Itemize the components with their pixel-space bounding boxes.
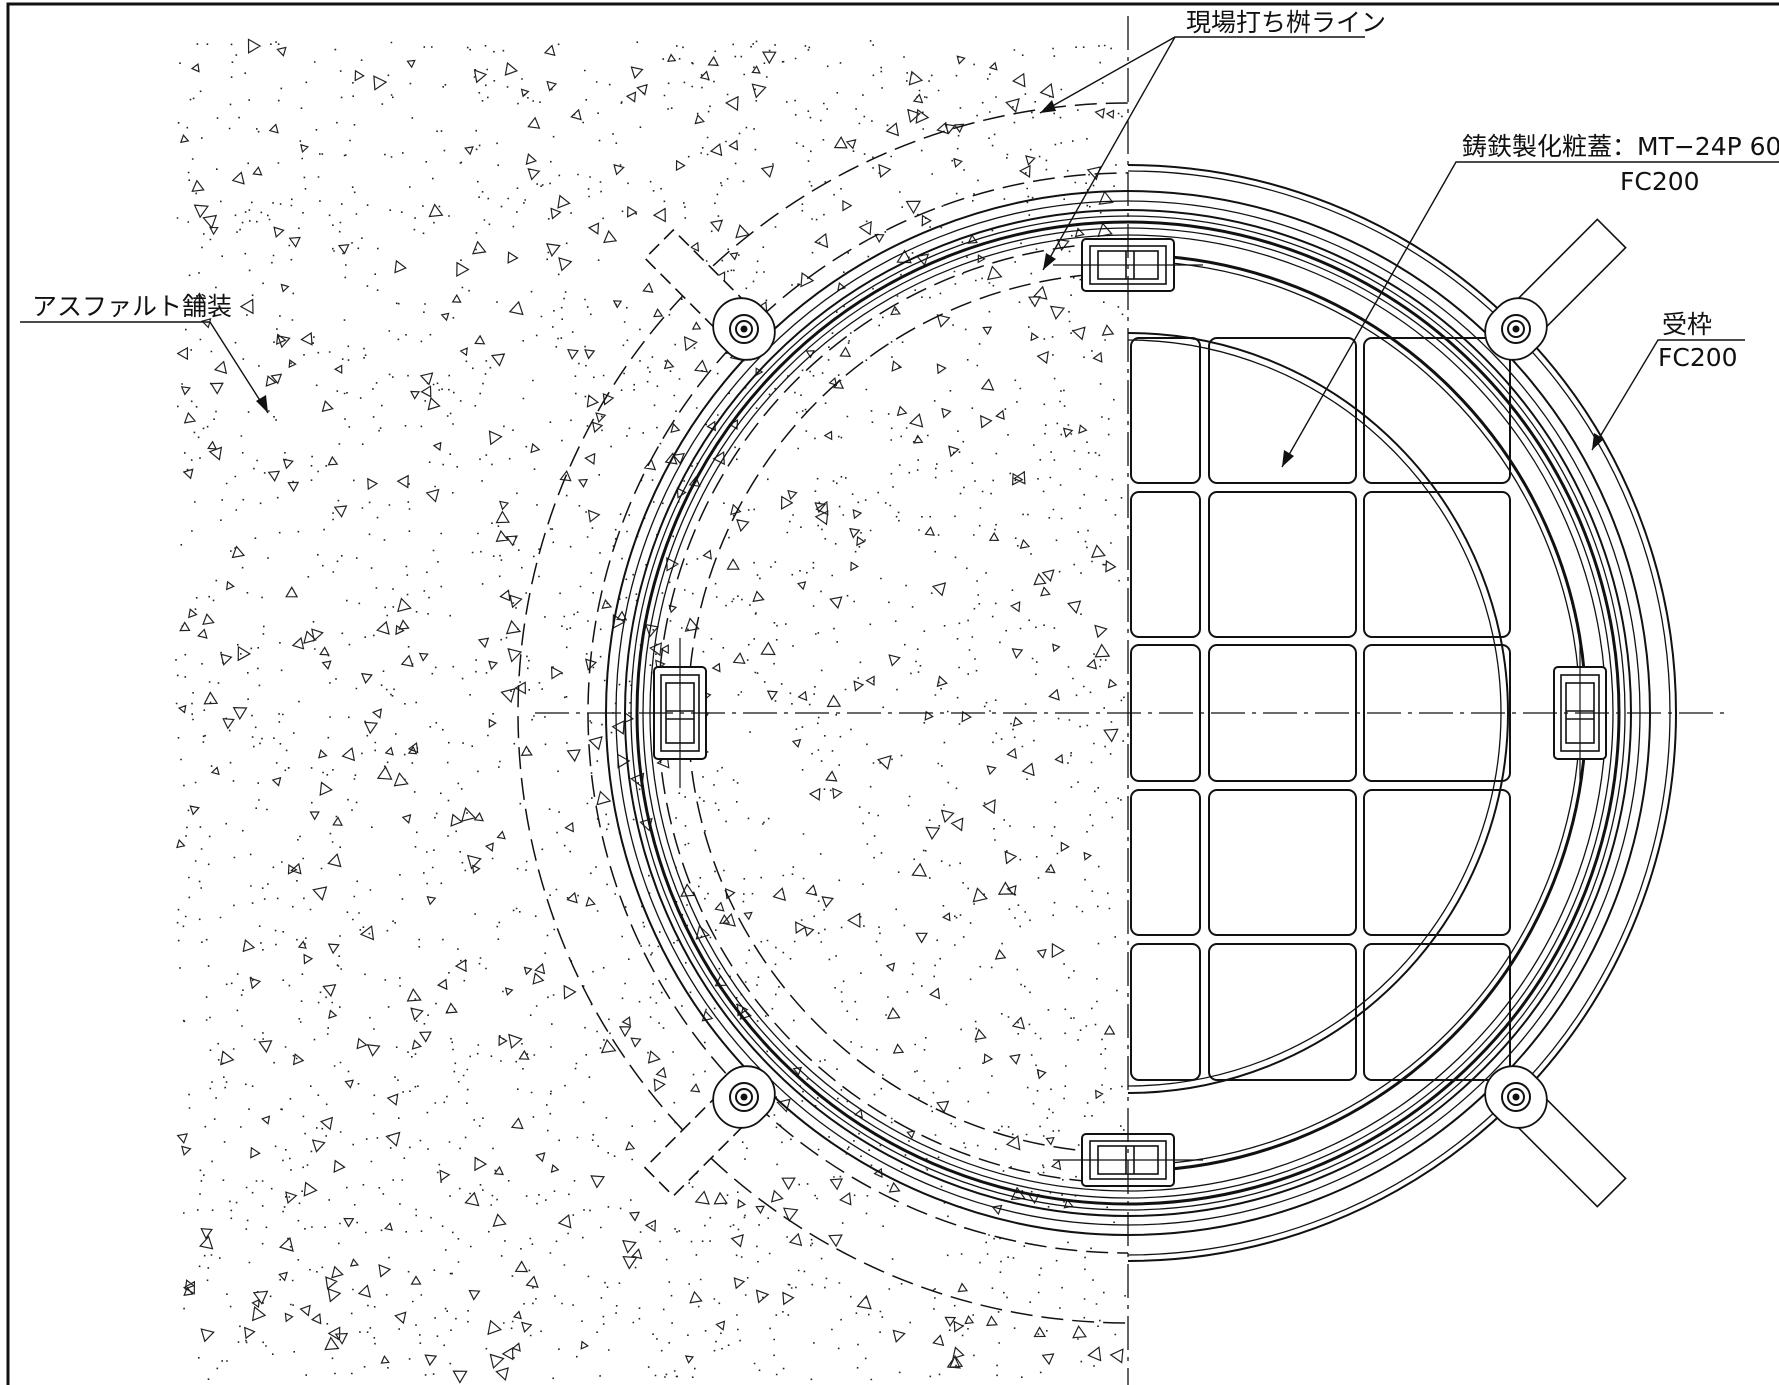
frame-bolts xyxy=(643,218,1627,1208)
leader-arrowheads xyxy=(256,100,1604,467)
leader-lines xyxy=(20,36,1779,468)
asphalt-label: アスファルト舗装 xyxy=(32,292,232,321)
cover-model-label: 鋳鉄製化粧蓋：MT−24P 60 xyxy=(1462,132,1779,161)
cover-material-label: FC200 xyxy=(1620,167,1700,196)
site-cast-line-label: 現場打ち桝ライン xyxy=(1186,8,1386,37)
sheet-border xyxy=(6,2,1779,1385)
center-lines xyxy=(535,16,1725,1385)
frame-label: 受枠 xyxy=(1662,310,1712,339)
frame-material-label: FC200 xyxy=(1658,343,1738,372)
